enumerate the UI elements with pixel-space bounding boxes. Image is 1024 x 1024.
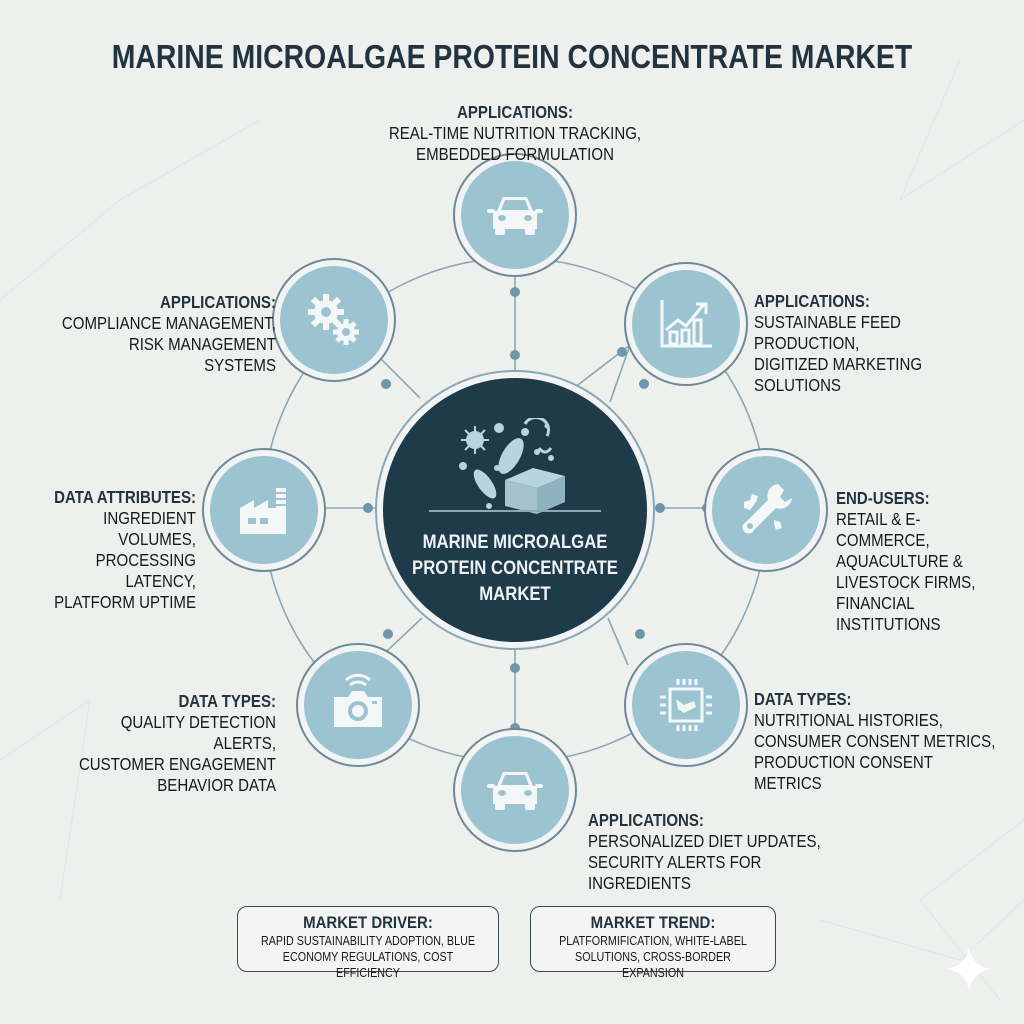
node-right [704,448,828,572]
market-driver-line: ECONOMY REGULATIONS, COST EFFICIENCY [282,950,454,980]
node-text-line: AQUACULTURE & [836,551,963,571]
node-heading: APPLICATIONS: [588,810,704,830]
central-hub: MARINE MICROALGAE PROTEIN CONCENTRATE MA… [375,370,655,650]
node-text-line: RETAIL & E-COMMERCE, [836,509,930,550]
node-right-label: END-USERS: RETAIL & E-COMMERCE, AQUACULT… [836,488,1008,635]
node-heading: APPLICATIONS: [754,291,870,311]
node-heading: APPLICATIONS: [457,102,573,122]
node-text-line: PROCESSING LATENCY, [95,550,196,591]
market-driver-line: RAPID SUSTAINABILITY ADOPTION, BLUE [260,934,476,948]
microchip-icon [660,679,712,731]
node-heading: DATA TYPES: [754,689,852,709]
market-trend-heading: MARKET TREND: [590,913,716,932]
node-text-line: CUSTOMER ENGAGEMENT [78,754,276,774]
market-trend-box: MARKET TREND: PLATFORMIFICATION, WHITE-L… [530,906,776,980]
node-text-line: PLATFORM UPTIME [54,592,196,612]
hub-label: MARINE MICROALGAE PROTEIN CONCENTRATE MA… [399,530,631,608]
car-icon [487,772,543,810]
node-text-line: PERSONALIZED DIET UPDATES, [588,831,821,851]
node-text-line: PRODUCTION CONSENT METRICS [754,752,933,793]
node-text-line: INGREDIENT VOLUMES, [103,508,196,549]
sparkle-icon [947,947,991,991]
node-left [202,448,326,572]
wireless-camera-icon [334,673,382,727]
node-heading: DATA ATTRIBUTES: [54,487,197,507]
node-top [453,153,577,277]
node-text-line: QUALITY DETECTION ALERTS, [120,712,277,753]
node-heading: END-USERS: [836,488,930,508]
page-title: MARINE MICROALGAE PROTEIN CONCENTRATE MA… [111,38,913,75]
node-text-line: FINANCIAL INSTITUTIONS [836,593,941,634]
node-heading: DATA TYPES: [178,691,276,711]
node-top-right [624,262,748,386]
node-text-line: SECURITY ALERTS FOR INGREDIENTS [588,852,762,893]
node-text-line: REAL-TIME NUTRITION TRACKING, [388,123,642,143]
node-text-line: EMBEDDED FORMULATION [416,144,614,164]
node-top-label: APPLICATIONS: REAL-TIME NUTRITION TRACKI… [365,102,666,165]
node-text-line: BEHAVIOR DATA [157,775,276,795]
car-icon [487,197,543,235]
market-driver-box: MARKET DRIVER: RAPID SUSTAINABILITY ADOP… [237,906,499,980]
hub-divider [429,510,601,512]
hub-label-line: MARINE MICROALGAE [422,532,608,553]
node-text-line: RISK MANAGEMENT SYSTEMS [128,334,276,375]
wrench-gear-icon [742,484,792,534]
node-top-left-label: APPLICATIONS: COMPLIANCE MANAGEMENT, RIS… [56,292,276,376]
node-bottom-left-label: DATA TYPES: QUALITY DETECTION ALERTS, CU… [56,691,276,796]
central-hub-disc: MARINE MICROALGAE PROTEIN CONCENTRATE MA… [383,378,647,642]
node-heading: APPLICATIONS: [160,292,276,312]
hub-label-line: MARKET [479,584,551,605]
node-text-line: DIGITIZED MARKETING SOLUTIONS [754,354,923,395]
node-top-left [272,258,396,382]
node-text-line: SUSTAINABLE FEED PRODUCTION, [754,312,901,353]
node-bottom-right-label: DATA TYPES: NUTRITIONAL HISTORIES, CONSU… [754,689,1003,794]
node-bottom-left [296,643,420,767]
node-bottom [453,728,577,852]
node-text-line: COMPLIANCE MANAGEMENT, [61,313,277,333]
node-bottom-label: APPLICATIONS: PERSONALIZED DIET UPDATES,… [588,810,863,894]
market-driver-heading: MARKET DRIVER: [303,913,433,932]
node-bottom-right [624,643,748,767]
node-text-line: LIVESTOCK FIRMS, [836,572,976,592]
microorganisms-and-protein-block-icon [459,418,565,514]
node-text-line: NUTRITIONAL HISTORIES, [754,710,943,730]
hub-label-line: PROTEIN CONCENTRATE [412,558,618,579]
growth-chart-icon [660,300,712,348]
factory-icon [240,488,286,534]
gears-icon [308,294,359,345]
market-trend-line: SOLUTIONS, CROSS-BORDER EXPANSION [575,950,731,980]
market-trend-line: PLATFORMIFICATION, WHITE-LABEL [559,934,747,948]
node-text-line: CONSUMER CONSENT METRICS, [754,731,996,751]
node-left-label: DATA ATTRIBUTES: INGREDIENT VOLUMES, PRO… [27,487,196,613]
node-top-right-label: APPLICATIONS: SUSTAINABLE FEED PRODUCTIO… [754,291,1003,396]
